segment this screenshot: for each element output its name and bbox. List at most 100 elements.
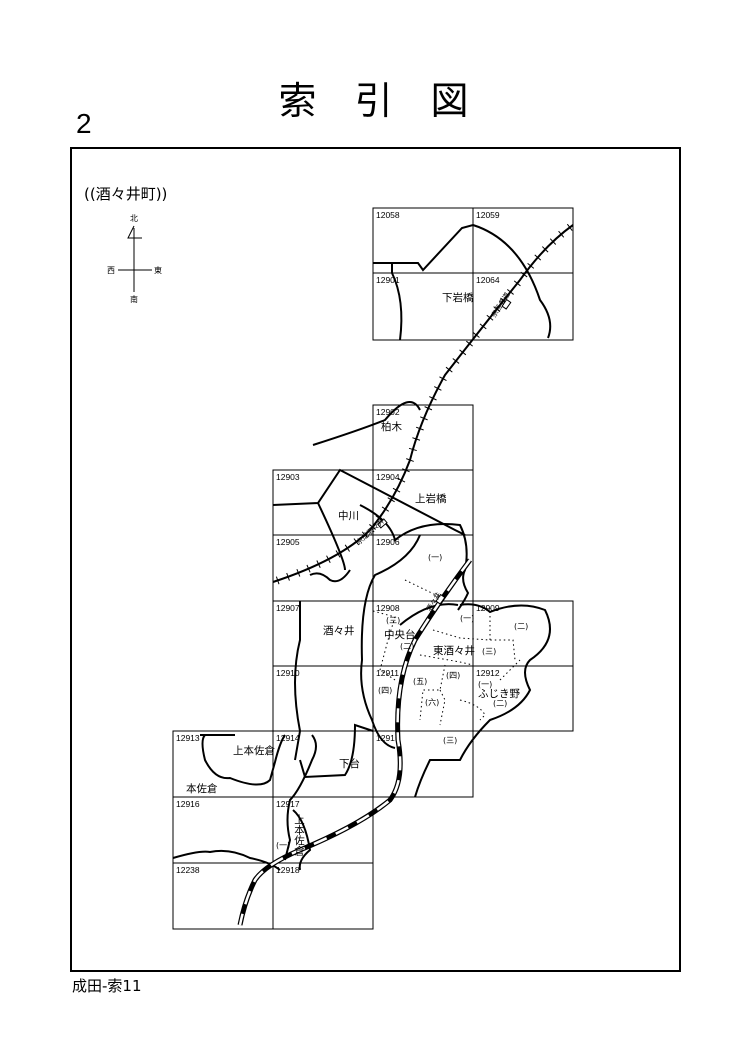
sheet-number: 12903: [276, 472, 300, 482]
railway-tick: [534, 254, 542, 261]
place-label: 本佐倉: [186, 782, 218, 795]
subdivision-label: (二): [493, 699, 507, 708]
railway-tick: [479, 323, 487, 330]
sheet-number: 12915: [376, 733, 400, 743]
railway-tick: [566, 223, 573, 231]
sheet-number: 12906: [376, 537, 400, 547]
place-label: 酒々井: [323, 624, 355, 637]
station-marker-shisui: [435, 593, 446, 605]
compass-east: 東: [154, 265, 162, 275]
sheet-number: 12905: [276, 537, 300, 547]
sheet-number: 12911: [376, 668, 399, 678]
subdivision-label: (四): [378, 686, 392, 695]
railway-tick: [424, 406, 433, 411]
railway-tick: [466, 340, 473, 347]
railway-tick: [406, 458, 414, 462]
sheet-number: 12913: [176, 733, 200, 743]
railway-tick: [381, 506, 390, 512]
map-sheet-12912[interactable]: [472, 665, 574, 732]
place-label: 中央台: [384, 628, 416, 641]
map-frame: [70, 147, 681, 972]
railway-tick: [353, 538, 360, 546]
railway-tick: [549, 238, 557, 245]
place-label: 上岩橋: [415, 492, 447, 505]
railway-tick: [392, 487, 401, 493]
map-sheet-12918[interactable]: [272, 862, 374, 930]
place-label-vertical: 上本佐倉: [293, 814, 305, 857]
sheet-number: 12914: [276, 733, 300, 743]
railway-tick: [402, 468, 410, 473]
railway-tick: [486, 314, 494, 321]
railway-tick: [541, 246, 549, 253]
place-label: 東酒々井: [433, 644, 475, 657]
railway-tick: [335, 550, 341, 558]
railway-tick: [408, 447, 417, 452]
subdivision-label: (一): [460, 614, 474, 623]
railway-tick: [375, 515, 383, 521]
sheet-number: 12912: [476, 668, 500, 678]
railway-tick: [452, 358, 460, 364]
map-sheet-12915[interactable]: [372, 730, 474, 798]
railway-tick: [286, 572, 290, 581]
place-label: ふじき野: [478, 688, 520, 700]
place-label: 中川: [338, 509, 359, 522]
railway-tick: [387, 497, 395, 503]
railway-tick: [520, 271, 528, 278]
place-label: 柏木: [381, 420, 402, 433]
keisei-railway: [272, 224, 574, 583]
sheet-number: 12918: [276, 865, 300, 875]
area-name: ((酒々井町)): [84, 185, 167, 203]
railway-tick: [415, 426, 424, 431]
railway-tick: [412, 437, 421, 441]
sheet-number: 12902: [376, 407, 400, 417]
railway-tick: [527, 262, 535, 269]
railway-tick: [275, 576, 280, 585]
railway-tick: [439, 376, 447, 382]
sheet-number: 12064: [476, 275, 500, 285]
boundary-lines: [172, 223, 552, 871]
page-title: 索引図: [278, 79, 507, 123]
subdivision-label: (二): [514, 622, 528, 631]
railway-tick: [493, 306, 501, 313]
railway-tick: [397, 478, 406, 483]
sheet-number: 12904: [376, 472, 400, 482]
subdivision-label: (三): [443, 736, 457, 745]
railway-tick: [429, 396, 437, 401]
railway-tick: [472, 332, 480, 338]
railway-tick: [459, 349, 467, 356]
sheet-number: 12909: [476, 603, 500, 613]
railway-tick: [420, 416, 428, 421]
railway-tick: [369, 524, 376, 530]
compass-icon: [118, 225, 152, 292]
compass-north: 北: [130, 214, 138, 223]
railway-tick: [361, 531, 368, 539]
subdivision-label: (六): [425, 697, 439, 707]
sheet-number: 12059: [476, 210, 500, 220]
sheet-number: 12907: [276, 603, 300, 613]
subdivision-label: (二): [400, 642, 414, 651]
subdivision-label: (一): [276, 841, 290, 850]
railway-tick: [316, 560, 321, 568]
place-label: 下岩橋: [442, 291, 474, 304]
station-marker-keisei-shisui: [376, 518, 388, 529]
railway-tick: [445, 366, 453, 373]
railway-tick: [434, 386, 442, 391]
subdivision-label: (一): [428, 553, 442, 562]
subdivision-label: (五): [413, 677, 427, 686]
sheet-number: 12917: [276, 799, 300, 809]
railway-tick: [507, 289, 514, 295]
map-sheet-12064[interactable]: [472, 272, 574, 341]
subdivision-label: (三): [482, 647, 496, 656]
railway-tick: [306, 564, 311, 573]
sheet-number: 12910: [276, 668, 300, 678]
place-label: 上本佐倉: [233, 744, 275, 757]
sheet-number: 12238: [176, 865, 200, 875]
subdivision-label: (三): [386, 616, 400, 625]
compass-south: 南: [130, 294, 138, 304]
compass-west: 西: [107, 266, 115, 275]
railway-tick: [326, 555, 331, 564]
sheet-number: 12901: [376, 275, 400, 285]
railway-tick: [296, 568, 301, 577]
sheet-number: 12916: [176, 799, 200, 809]
